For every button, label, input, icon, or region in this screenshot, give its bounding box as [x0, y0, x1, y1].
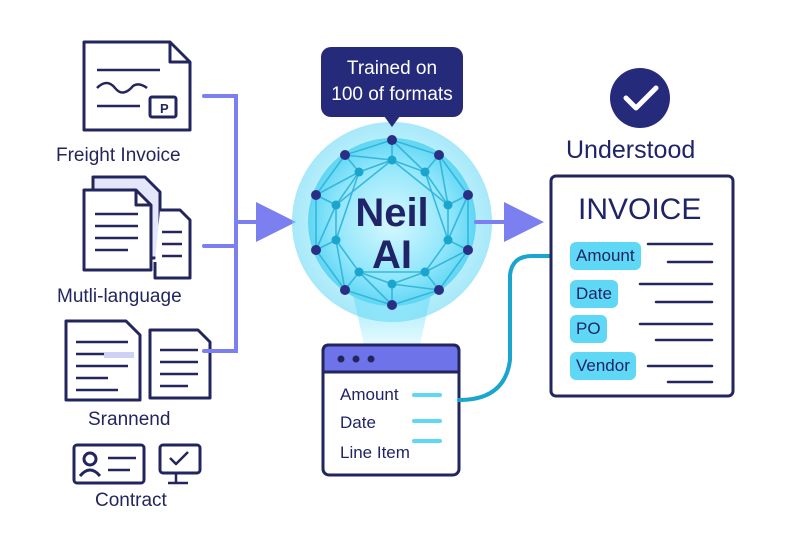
neil-ai-label-line2: AI — [372, 233, 412, 277]
invoice-field-vendor: Vendor — [570, 352, 636, 380]
invoice-field-date: Date — [570, 280, 618, 308]
freight-invoice-icon: P — [82, 40, 192, 132]
panel-to-invoice-curve — [457, 254, 553, 402]
sources-connector — [202, 94, 296, 353]
neil-ai-label: Neil AI — [330, 192, 454, 276]
training-callout-line2: 100 of formats — [331, 84, 453, 105]
panel-field-line-item: Line Item — [340, 443, 410, 462]
source-label-contract: Contract — [95, 490, 167, 511]
invoice-title: INVOICE — [578, 193, 702, 226]
source-label-scanned: Srannend — [88, 409, 171, 430]
source-label-freight-invoice: Freight Invoice — [56, 145, 181, 166]
panel-field-date: Date — [340, 413, 376, 432]
contract-icon — [72, 443, 202, 485]
scanned-doc-icon — [64, 319, 212, 402]
invoice-field-amount: Amount — [570, 242, 641, 270]
source-label-multi-language: Mutli-language — [57, 286, 182, 307]
multi-language-docs-icon — [82, 175, 192, 280]
result-title: Understood — [566, 136, 696, 164]
panel-field-amount: Amount — [340, 385, 399, 404]
training-callout: Trained on 100 of formats — [321, 47, 463, 127]
check-badge-icon — [610, 68, 670, 128]
neil-ai-sphere — [292, 122, 492, 322]
extraction-panel — [321, 343, 461, 477]
training-callout-line1: Trained on — [346, 58, 438, 79]
svg-text:P: P — [160, 101, 169, 116]
neil-ai-label-line1: Neil — [355, 191, 429, 235]
invoice-field-po: PO — [570, 315, 607, 343]
